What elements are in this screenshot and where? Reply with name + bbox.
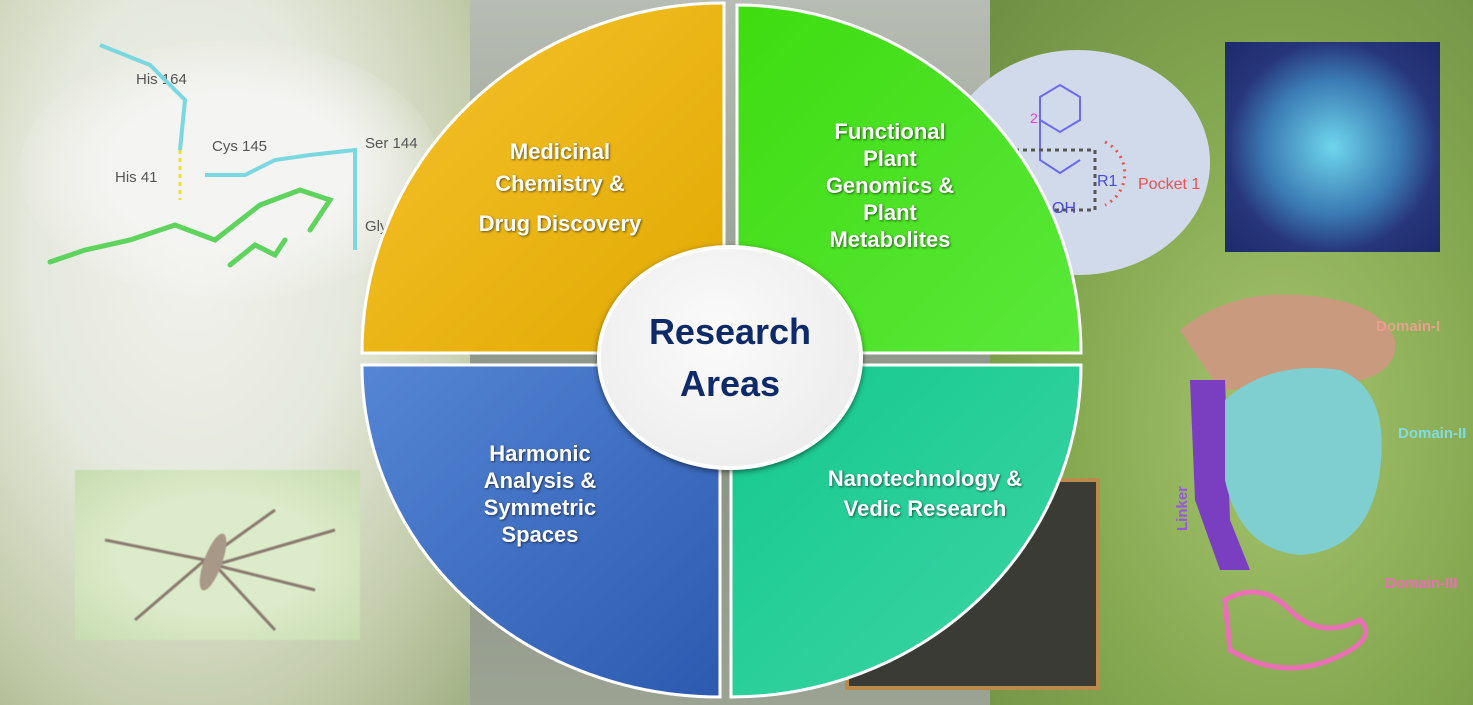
domain1-label: Domain-I [1376,318,1441,335]
label-line: Metabolites [829,227,951,252]
label-line: Nanotechnology & [827,466,1023,491]
pocket2-fragment: 2 [1030,110,1038,126]
quadrant-nanotechnology[interactable] [729,363,1083,699]
pocket-label: Pocket 1 [1138,176,1201,193]
domain3-label: Domain-III [1385,575,1458,592]
residue-label: His 41 [115,169,158,186]
quadrant-label-genomics: Functional Plant Genomics & Plant Metabo… [790,118,990,253]
label-line: Plant [863,200,917,225]
domain2-label: Domain-II [1398,425,1467,442]
center-title-line2: Areas [679,362,781,404]
label-line: Spaces [501,522,579,547]
mosquito-icon [104,508,336,632]
label-line: Drug Discovery [478,211,642,236]
label-line: Vedic Research [843,496,1007,521]
label-line: Genomics & [825,173,955,198]
label-line: Chemistry & [495,171,625,196]
quadrant-label-medicinal: Medicinal Chemistry & Drug Discovery [440,136,680,240]
label-line: Medicinal [509,139,611,164]
label-line: Plant [863,146,917,171]
quadrant-plant-genomics[interactable] [735,3,1083,355]
label-line: Analysis & [483,468,597,493]
molecular-docking-image [20,40,440,300]
quadrant-label-harmonic: Harmonic Analysis & Symmetric Spaces [440,440,640,548]
label-line: Functional [834,119,946,144]
virus-image [1225,42,1440,252]
quadrant-medicinal-chemistry[interactable] [360,1,726,355]
quadrant-label-nanotech: Nanotechnology & Vedic Research [800,464,1050,524]
center-title-line1: Research [648,310,812,352]
residue-label: Ser 144 [365,135,418,152]
residue-label: His 164 [136,71,187,88]
quadrant-harmonic-analysis[interactable] [360,363,722,699]
oh-label: OH [1052,200,1076,217]
label-line: Harmonic [489,441,591,466]
label-line: Symmetric [483,495,597,520]
residue-label: Cys 145 [212,138,268,155]
r1-label: R1 [1097,173,1118,190]
residue-label: Gly [365,218,388,235]
mosquito-image [75,470,360,640]
center-title-circle: Research Areas [597,245,863,470]
